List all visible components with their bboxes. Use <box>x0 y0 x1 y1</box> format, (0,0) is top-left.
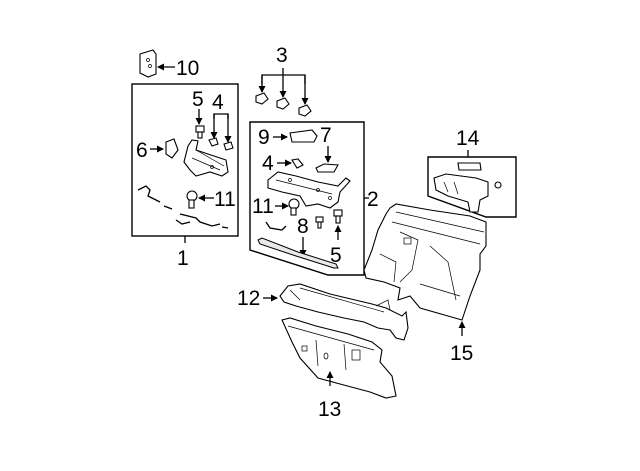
part-4-screw-group-2[interactable] <box>291 158 304 169</box>
part-1-cowl-panel[interactable] <box>183 139 229 177</box>
callout-1[interactable]: 1 <box>177 247 189 270</box>
part-2-cowl-panel[interactable] <box>267 171 351 209</box>
part-15-dash-panel[interactable] <box>363 203 487 321</box>
part-fastener-group-2[interactable] <box>315 216 324 229</box>
part-12-cross-member[interactable] <box>279 283 409 341</box>
callout-2[interactable]: 2 <box>367 188 379 211</box>
part-6-clip[interactable] <box>165 138 179 159</box>
callout-4-group-2[interactable]: 4 <box>262 152 274 175</box>
part-5-bolt-group-2[interactable] <box>333 209 343 224</box>
callout-9[interactable]: 9 <box>258 126 270 149</box>
callout-12[interactable]: 12 <box>237 287 260 310</box>
part-5-bolt[interactable] <box>195 125 205 139</box>
callout-7[interactable]: 7 <box>320 124 332 147</box>
callout-6[interactable]: 6 <box>136 139 148 162</box>
callout-3[interactable]: 3 <box>276 44 288 67</box>
callout-5-group-2[interactable]: 5 <box>330 244 342 267</box>
callout-14[interactable]: 14 <box>456 127 480 150</box>
callout-13[interactable]: 13 <box>318 398 341 421</box>
callout-15[interactable]: 15 <box>450 342 473 365</box>
callout-10[interactable]: 10 <box>176 57 199 80</box>
part-1-washer-hose[interactable] <box>137 185 229 229</box>
callout-11-group-2[interactable]: 11 <box>252 195 274 218</box>
part-4-screws-group-1[interactable] <box>208 137 234 151</box>
callout-11-group-1[interactable]: 11 <box>214 188 236 211</box>
part-7-cover[interactable] <box>315 163 339 173</box>
part-14-bracket-assembly[interactable] <box>433 162 502 213</box>
part-11-grommet-group-1[interactable] <box>186 190 198 209</box>
part-11-grommet-group-2[interactable] <box>288 198 300 216</box>
part-9-seal[interactable] <box>289 129 318 143</box>
part-10-bracket[interactable] <box>139 49 157 78</box>
part-8-weatherstrip[interactable] <box>257 237 339 269</box>
part-2-hose[interactable] <box>265 221 287 231</box>
part-3-washer-nozzles[interactable] <box>255 92 312 117</box>
callout-4-group-1[interactable]: 4 <box>212 91 224 114</box>
callout-5-group-1[interactable]: 5 <box>192 88 204 111</box>
part-13-insulator[interactable] <box>281 317 397 399</box>
callout-8[interactable]: 8 <box>297 215 309 238</box>
